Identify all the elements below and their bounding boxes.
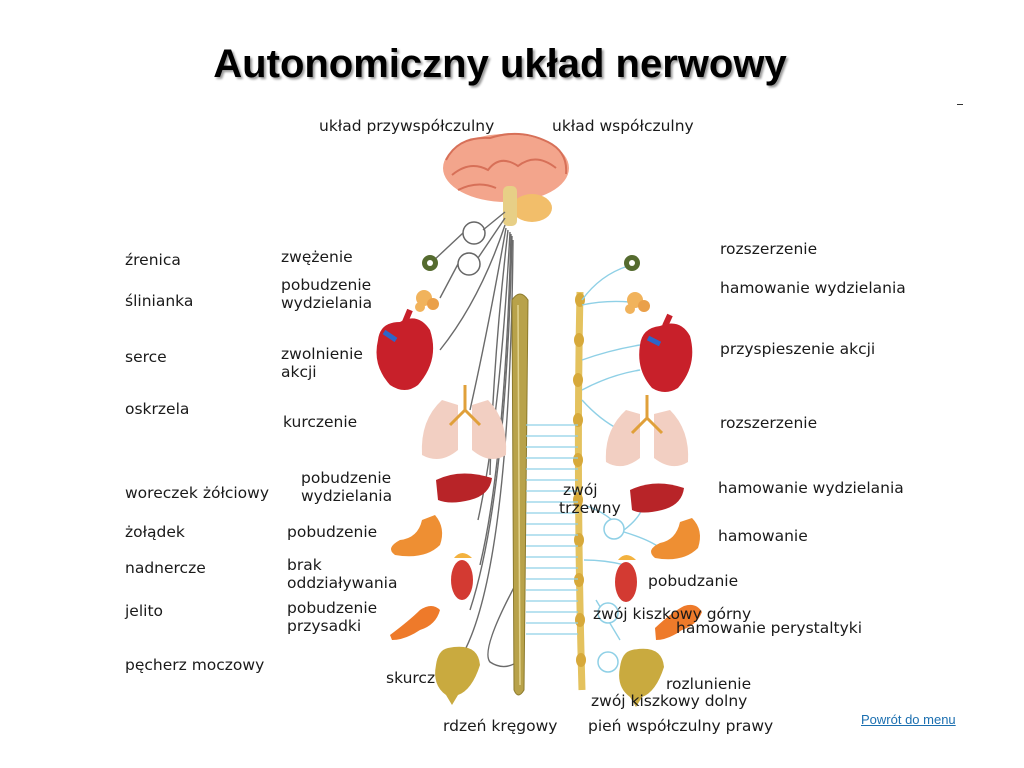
superior-mesenteric-ganglion bbox=[597, 602, 619, 624]
organ-label-bladder: pęcherz moczowy bbox=[125, 656, 265, 674]
symp-effect-bronchi: rozszerzenie bbox=[720, 414, 818, 432]
para-effect-salivary-1: pobudzenie bbox=[281, 276, 372, 294]
kidney-right-icon bbox=[615, 555, 637, 602]
label-sympathetic-trunk: pień współczulny prawy bbox=[588, 717, 774, 735]
inferior-mesenteric-ganglion bbox=[597, 651, 619, 673]
lungs-left-icon bbox=[421, 385, 507, 459]
para-effect-bladder: skurcz bbox=[386, 669, 436, 687]
para-effect-salivary-2: wydzielania bbox=[281, 294, 373, 312]
ganglion-label-superior-mesenteric: zwój kiszkowy górny bbox=[593, 605, 752, 623]
liver-right-icon bbox=[630, 483, 684, 513]
bladder-right-icon bbox=[619, 648, 664, 707]
para-effect-adrenal-2: oddziaływania bbox=[287, 574, 398, 592]
para-effect-heart-2: akcji bbox=[281, 363, 317, 381]
rami-communicantes bbox=[526, 424, 578, 635]
para-effect-gallbladder-2: wydzielania bbox=[301, 487, 393, 505]
organ-label-heart: serce bbox=[125, 348, 167, 366]
spinal-cord bbox=[511, 293, 529, 696]
symp-effect-gallbladder: hamowanie wydzielania bbox=[718, 479, 904, 497]
otic-ganglion bbox=[457, 252, 481, 276]
ganglion-label-inferior-mesenteric: zwój kiszkowy dolny bbox=[591, 692, 748, 710]
organ-label-adrenal: nadnercze bbox=[125, 559, 206, 577]
stomach-right-icon bbox=[651, 518, 700, 560]
bladder-left-icon bbox=[435, 646, 480, 705]
para-effect-bronchi: kurczenie bbox=[283, 413, 358, 431]
para-effect-pupil: zwężenie bbox=[281, 248, 353, 266]
symp-effect-stomach: hamowanie bbox=[718, 527, 808, 545]
para-effect-gallbladder-1: pobudzenie bbox=[301, 469, 392, 487]
intestine-left-icon bbox=[390, 606, 440, 640]
symp-effect-heart: przyspieszenie akcji bbox=[720, 340, 876, 358]
lungs-right-icon bbox=[605, 395, 689, 467]
page-title: Autonomiczny układ nerwowy bbox=[213, 42, 787, 86]
para-effect-heart-1: zwolnienie bbox=[281, 345, 363, 363]
header-parasympathetic: układ przywspółczulny bbox=[319, 117, 495, 135]
organ-label-intestine: jelito bbox=[125, 602, 164, 620]
symp-effect-salivary: hamowanie wydzielania bbox=[720, 279, 906, 297]
salivary-gland-left-icon bbox=[415, 290, 439, 312]
liver-left-icon bbox=[436, 473, 492, 503]
eye-right-icon bbox=[624, 255, 640, 271]
organ-label-bronchi: oskrzela bbox=[125, 400, 190, 418]
sympathetic-trunk bbox=[573, 291, 586, 691]
brain-icon bbox=[443, 132, 569, 226]
salivary-gland-right-icon bbox=[625, 292, 650, 314]
organ-label-stomach: żołądek bbox=[125, 523, 185, 541]
intestine-right-icon bbox=[655, 604, 702, 640]
ganglion-label-celiac-1: zwój bbox=[563, 481, 598, 499]
organ-label-pupil: źrenica bbox=[125, 251, 181, 269]
para-effect-adrenal-1: brak bbox=[287, 556, 322, 574]
decorative-dash bbox=[957, 104, 963, 105]
heart-right-icon bbox=[639, 313, 693, 392]
para-effect-stomach: pobudzenie bbox=[287, 523, 378, 541]
organ-label-gallbladder: woreczek żółciowy bbox=[125, 484, 270, 502]
organ-label-salivary: ślinianka bbox=[125, 292, 194, 310]
header-sympathetic: układ współczulny bbox=[552, 117, 694, 135]
para-effect-intestine-1: pobudzenie bbox=[287, 599, 378, 617]
back-to-menu-link[interactable]: Powrót do menu bbox=[861, 712, 956, 727]
symp-effect-pupil: rozszerzenie bbox=[720, 240, 818, 258]
symp-effect-intestine: hamowanie perystaltyki bbox=[676, 619, 863, 637]
kidney-left-icon bbox=[451, 553, 473, 600]
stomach-left-icon bbox=[391, 515, 443, 557]
para-effect-intestine-2: przysadki bbox=[287, 617, 362, 635]
symp-effect-adrenal: pobudzanie bbox=[648, 572, 739, 590]
ganglion-label-celiac-2: trzewny bbox=[559, 499, 621, 517]
label-spinal-cord: rdzeń kręgowy bbox=[443, 717, 558, 735]
ciliary-ganglion bbox=[462, 221, 486, 245]
eye-left-icon bbox=[422, 255, 438, 271]
celiac-ganglion bbox=[603, 518, 625, 540]
heart-left-icon bbox=[376, 308, 434, 390]
symp-effect-bladder: rozlunienie bbox=[666, 675, 752, 693]
